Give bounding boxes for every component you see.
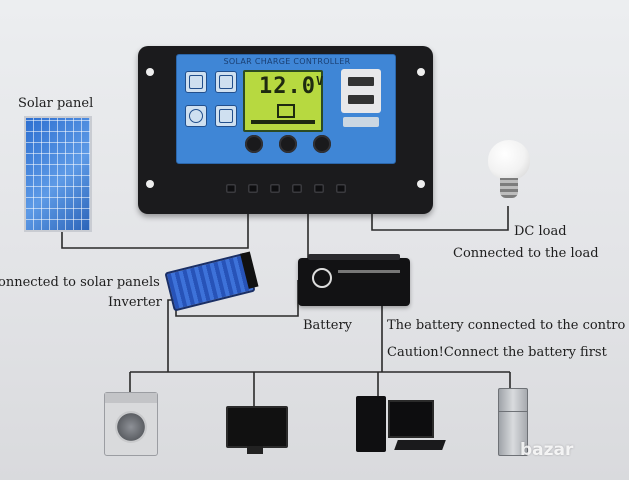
caution-label: Caution!Connect the battery first — [387, 345, 607, 360]
down-button[interactable] — [313, 135, 331, 153]
clock-icon — [185, 105, 207, 127]
connected-to-load-label: Connected to the load — [453, 246, 599, 261]
panel-indicator-icon — [215, 71, 237, 93]
charge-controller: SOLAR CHARGE CONTROLLER 12.0V — [138, 46, 433, 214]
lcd-level-bar — [251, 120, 315, 124]
battery-indicator-icon — [185, 71, 207, 93]
mount-hole-icon — [146, 68, 154, 76]
battery-logo-icon — [312, 268, 332, 288]
battery-connected-label: The battery connected to the contro — [387, 318, 626, 333]
mount-hole-icon — [417, 180, 425, 188]
wire-controller-to-load — [371, 206, 509, 231]
lock-icon — [215, 105, 237, 127]
refrigerator-icon — [498, 388, 528, 456]
terminal-icon — [270, 184, 280, 193]
lcd-battery-icon — [277, 104, 295, 118]
usb-port-icon — [348, 95, 374, 104]
wire-panel-to-controller — [61, 206, 249, 249]
computer-tower-icon — [356, 396, 386, 452]
controller-title: SOLAR CHARGE CONTROLLER — [223, 57, 351, 66]
terminal-icon — [248, 184, 258, 193]
battery-label: Battery — [303, 318, 353, 333]
computer-monitor-icon — [388, 400, 434, 438]
usb-tag — [343, 117, 379, 127]
lcd-display: 12.0V — [243, 70, 323, 132]
solar-panel-label: Solar panel — [18, 96, 94, 111]
terminal-icon — [336, 184, 346, 193]
monitor-icon — [226, 406, 288, 448]
dc-load-label: DC load — [514, 224, 567, 239]
washing-machine-icon — [104, 392, 158, 456]
controller-faceplate: SOLAR CHARGE CONTROLLER 12.0V — [176, 54, 396, 164]
terminal-icon — [314, 184, 324, 193]
keyboard-icon — [394, 440, 446, 450]
mount-hole-icon — [146, 180, 154, 188]
usb-port-icon — [348, 77, 374, 86]
solar-panel-image — [24, 116, 92, 232]
usb-ports — [341, 69, 381, 113]
connected-to-solar-label: onnected to solar panels — [0, 275, 160, 290]
inverter-label: Inverter — [108, 295, 162, 310]
battery-image — [298, 254, 410, 306]
light-bulb-icon — [488, 140, 530, 180]
menu-button[interactable] — [245, 135, 263, 153]
terminal-icon — [292, 184, 302, 193]
mount-hole-icon — [417, 68, 425, 76]
bulb-base-icon — [500, 178, 518, 198]
watermark-logo: bazar — [520, 440, 574, 460]
terminal-icon — [226, 184, 236, 193]
monitor-stand-icon — [247, 446, 263, 454]
voltage-readout: 12.0V — [259, 74, 325, 99]
up-button[interactable] — [279, 135, 297, 153]
